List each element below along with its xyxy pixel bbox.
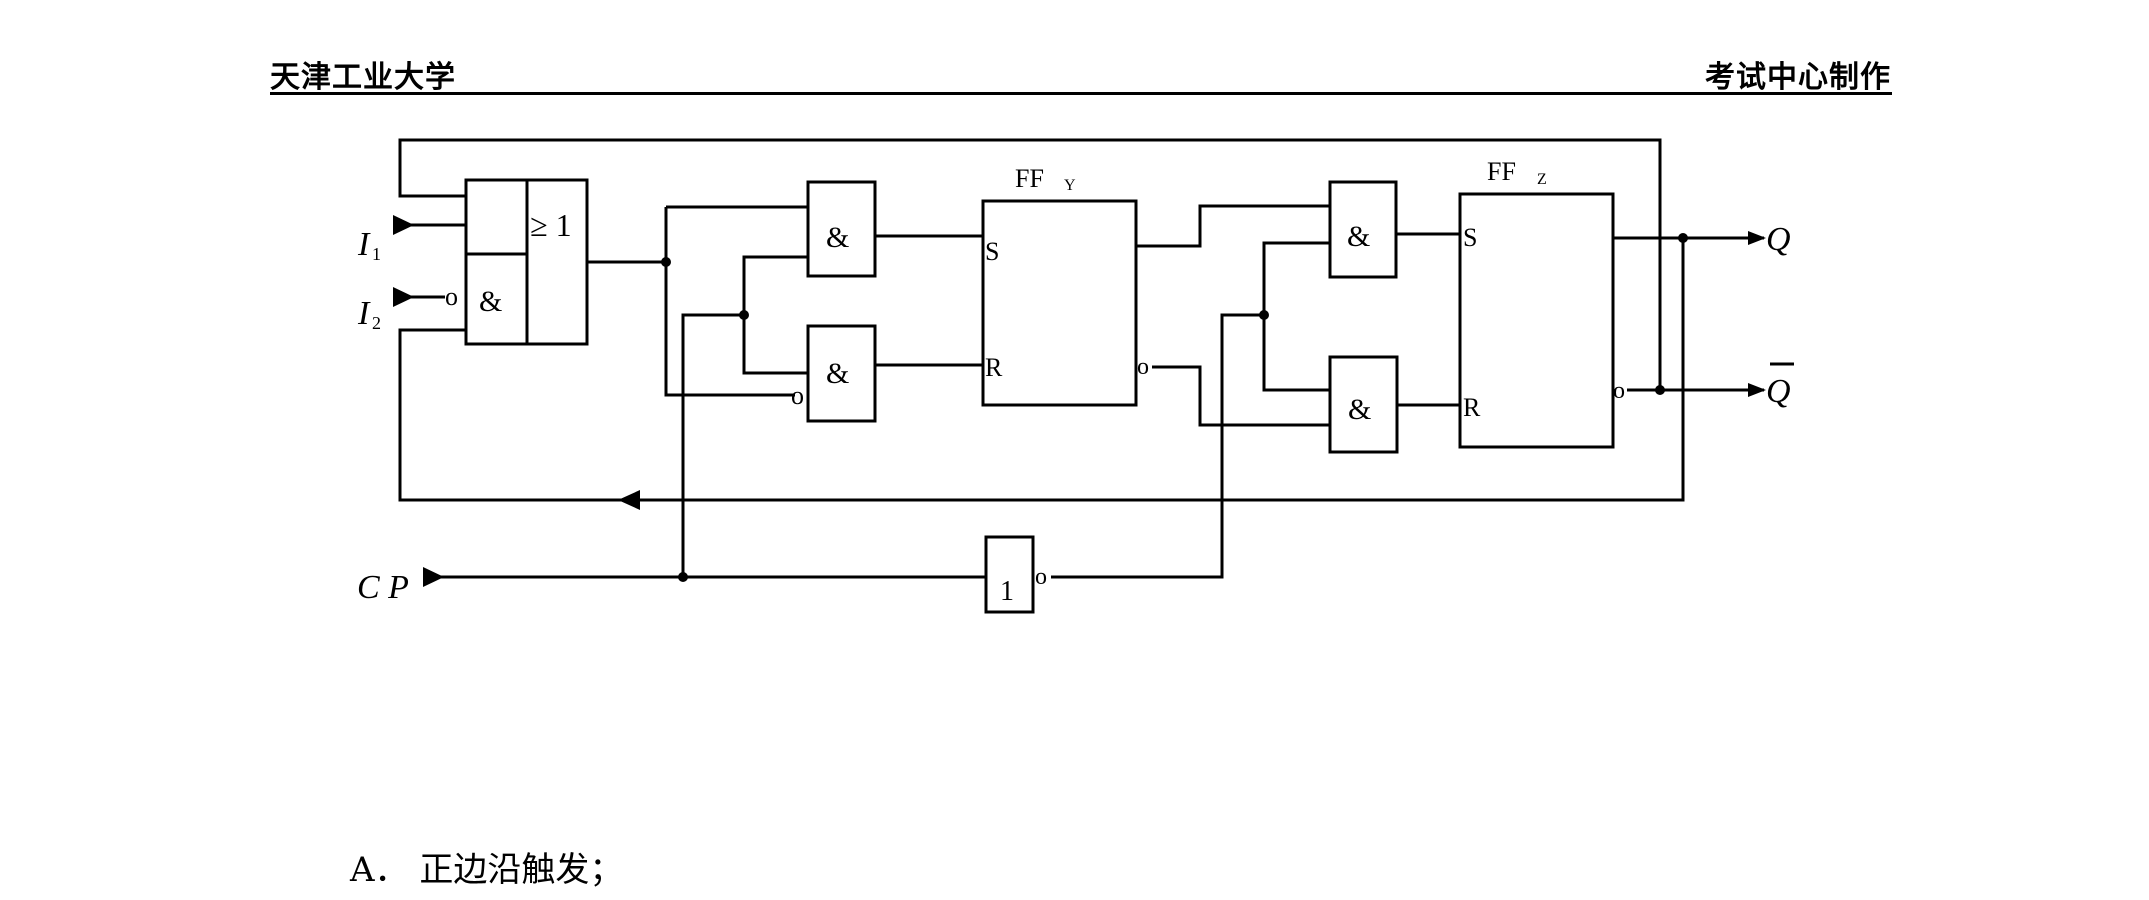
not-inversion-bubble: o [1035, 564, 1047, 590]
header-exam-center: 考试中心制作 [1705, 60, 1891, 95]
cp-label: C P [357, 569, 409, 606]
flipflop-ffz [1458, 192, 1615, 449]
ffy-name: FF [1015, 164, 1044, 193]
i2-label: I [357, 295, 371, 332]
feedback-arrow-icon [618, 490, 640, 510]
header-rule [270, 92, 1892, 95]
ffz-name: FF [1487, 157, 1516, 186]
ffy-r-pin: R [985, 353, 1003, 382]
and-gate-ffy-s [806, 180, 877, 278]
option-a-text: A． 正边沿触发； [350, 850, 624, 890]
and-symbol-ffy-r: & [826, 357, 849, 390]
q-bar-output-label: Q [1766, 373, 1791, 410]
ffz-r-pin: R [1463, 393, 1481, 422]
i1-label: I [357, 226, 371, 263]
ffz-qbar-bubble: o [1613, 378, 1625, 404]
ffy-subscript: Y [1064, 177, 1076, 194]
i1-subscript: 1 [372, 244, 381, 264]
ffy-r-inversion-bubble: o [791, 381, 804, 410]
not-gate-clock [984, 535, 1035, 614]
i1-arrow-icon [393, 215, 414, 235]
and-gate-ffy-r [806, 324, 877, 423]
and-symbol-ffz-s: & [1347, 220, 1370, 253]
and-symbol-ffy-s: & [826, 221, 849, 254]
cp-arrow-icon [423, 567, 444, 587]
i2-inversion-bubble: o [445, 282, 458, 311]
not-symbol: 1 [1000, 576, 1014, 607]
ffy-s-pin: S [985, 237, 999, 266]
ffz-s-pin: S [1463, 223, 1477, 252]
and-symbol-ffz-r: & [1348, 393, 1371, 426]
and-gate-ffz-s [1328, 180, 1398, 279]
header-university: 天津工业大学 [270, 60, 456, 95]
i2-subscript: 2 [372, 313, 381, 333]
ffy-qbar-bubble: o [1137, 354, 1149, 380]
flipflop-ffy [981, 199, 1138, 407]
feedback-top-wire [398, 138, 1662, 394]
ffz-subscript: Z [1537, 171, 1547, 188]
and-symbol-composite: & [479, 285, 502, 318]
feedback-bottom-wire [398, 238, 1685, 502]
or-symbol: ≥ 1 [530, 207, 572, 243]
junction-dots [661, 233, 1688, 582]
i2-arrow-icon [393, 287, 414, 307]
q-output-label: Q [1766, 221, 1791, 258]
